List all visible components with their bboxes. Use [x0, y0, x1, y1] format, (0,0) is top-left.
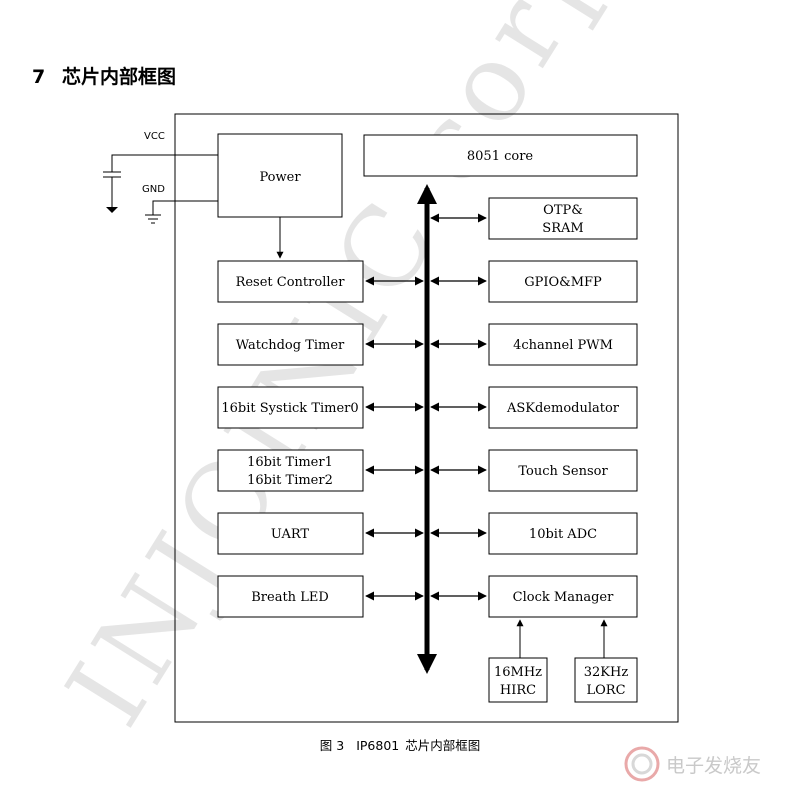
- systick-label: 16bit Systick Timer0: [221, 401, 358, 416]
- section-number: 7: [32, 66, 46, 88]
- pwm-label: 4channel PWM: [513, 338, 613, 353]
- gpio-block: [488, 260, 638, 303]
- uart-block: [217, 512, 364, 555]
- otp-sram-block: [488, 197, 638, 240]
- hirc-freq-label: 16MHz: [494, 665, 542, 680]
- core-label: 8051 core: [467, 149, 534, 164]
- power-block: [217, 133, 343, 218]
- vcc-pin-label: VCC: [144, 131, 165, 142]
- touch-sensor-block: [488, 449, 638, 492]
- power-input-wiring: [103, 154, 218, 215]
- timers-block: [217, 449, 364, 492]
- lorc-label: LORC: [586, 683, 625, 698]
- ask-label: ASKdemodulator: [506, 401, 620, 416]
- adc-block: [488, 512, 638, 555]
- clock-manager-block: [488, 575, 638, 618]
- section-heading: 7 芯片内部框图: [32, 62, 176, 89]
- sram-label: SRAM: [542, 221, 583, 236]
- section-title: 芯片内部框图: [62, 66, 177, 88]
- gnd-pin-label: GND: [142, 184, 165, 195]
- ground-symbol-icon: [145, 214, 161, 224]
- core-block: [363, 134, 638, 177]
- figure-number: 图 3: [319, 738, 345, 753]
- watchdog-label: Watchdog Timer: [236, 338, 345, 353]
- timer2-label: 16bit Timer2: [247, 473, 333, 488]
- bus-connections: [365, 213, 487, 601]
- otp-label: OTP&: [543, 203, 583, 218]
- clock-manager-label: Clock Manager: [513, 590, 614, 605]
- figure-title: 芯片内部框图: [405, 738, 481, 753]
- ask-block: [488, 386, 638, 429]
- adc-label: 10bit ADC: [529, 527, 597, 542]
- timer1-label: 16bit Timer1: [247, 455, 333, 470]
- pwm-block: [488, 323, 638, 366]
- breath-led-label: Breath LED: [251, 590, 329, 605]
- systick-block: [217, 386, 364, 429]
- site-logo-icon: [624, 746, 660, 782]
- capacitor-ground-icon: [106, 207, 118, 213]
- reset-controller-label: Reset Controller: [236, 275, 346, 290]
- lorc-block: [574, 657, 638, 703]
- watchdog-block: [217, 323, 364, 366]
- site-watermark: 电子发烧友: [622, 744, 761, 784]
- site-watermark-text: 电子发烧友: [666, 754, 762, 777]
- gpio-label: GPIO&MFP: [524, 275, 602, 290]
- chip-name: IP6801: [356, 738, 400, 753]
- breath-led-block: [217, 575, 364, 618]
- hirc-label: HIRC: [500, 683, 536, 698]
- lorc-freq-label: 32KHz: [584, 665, 629, 680]
- hirc-block: [488, 657, 548, 703]
- reset-controller-block: [217, 260, 364, 303]
- uart-label: UART: [271, 527, 310, 542]
- power-label: Power: [259, 170, 301, 185]
- figure-caption: 图 3 IP6801 芯片内部框图: [0, 735, 800, 754]
- touch-sensor-label: Touch Sensor: [518, 464, 608, 479]
- chip-boundary: [174, 113, 679, 723]
